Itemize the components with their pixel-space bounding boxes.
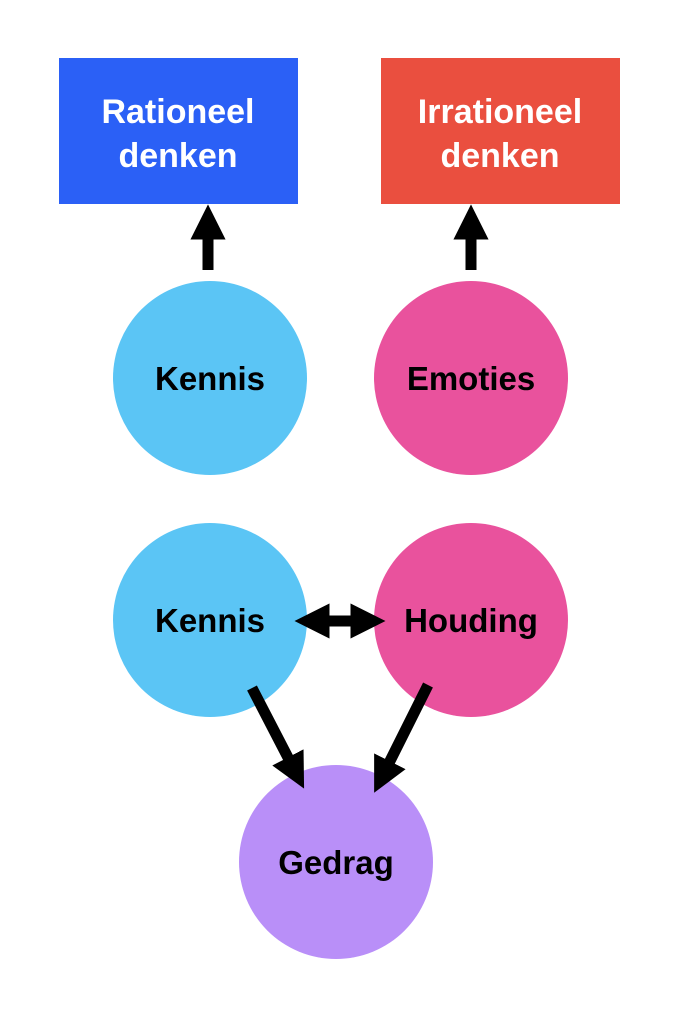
houding-node: [374, 523, 568, 717]
houding-label: Houding: [404, 602, 538, 639]
irrational-thinking-box: [381, 58, 620, 204]
kennis-top-label: Kennis: [155, 360, 265, 397]
emoties-node: [374, 281, 568, 475]
gedrag-label: Gedrag: [278, 844, 394, 881]
kennis-bottom-node: [113, 523, 307, 717]
kennis-bottom-label: Kennis: [155, 602, 265, 639]
rational-box-line2: denken: [118, 137, 237, 175]
arrow-houding-to-gedrag: [374, 682, 433, 793]
arrow-kennis-to-gedrag: [247, 685, 305, 789]
rational-thinking-box: [59, 58, 298, 204]
rational-box-line1: Rationeel: [101, 93, 254, 131]
irrational-box-line2: denken: [440, 137, 559, 175]
emoties-label: Emoties: [407, 360, 535, 397]
kennis-top-node: [113, 281, 307, 475]
irrational-box-line1: Irrationeel: [418, 93, 582, 131]
gedrag-node: [239, 765, 433, 959]
